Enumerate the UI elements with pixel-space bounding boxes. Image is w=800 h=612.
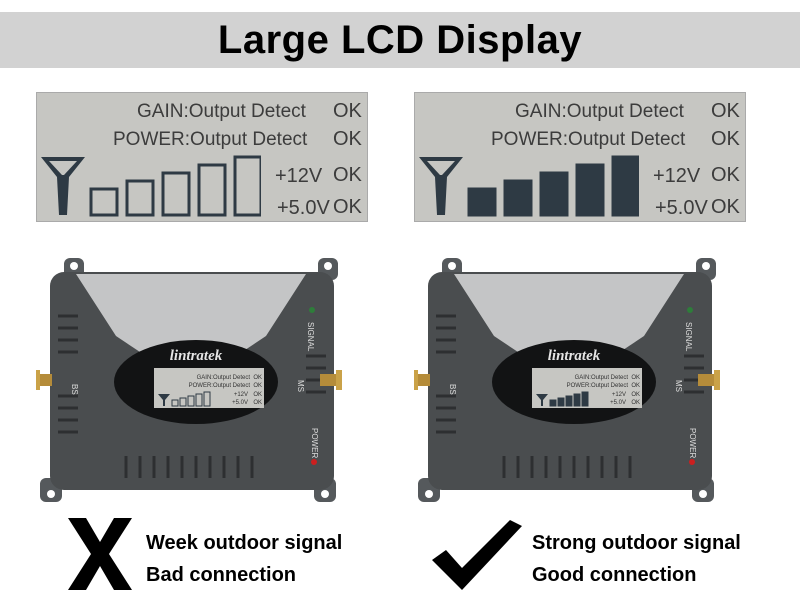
signal-bar	[89, 187, 119, 217]
signal-bar	[179, 397, 187, 407]
antenna-connector-right	[698, 370, 720, 390]
mini-lcd-gain-ok: OK	[253, 375, 262, 381]
signal-indicator-label: SIGNAL	[684, 322, 693, 352]
signal-booster-device-weak: lintratek GAIN:Output Detect POWER:Outpu…	[36, 258, 342, 502]
brand-logo: lintratek	[170, 348, 223, 364]
signal-bar	[557, 397, 565, 407]
mini-lcd-gain-ok: OK	[631, 375, 640, 381]
signal-bar	[539, 171, 569, 217]
mini-lcd-12v-ok: OK	[631, 392, 640, 398]
signal-strength-graphic	[419, 155, 639, 217]
bs-port-label: BS	[448, 384, 457, 395]
lcd-display-strong: GAIN:Output Detect OK POWER:Output Detec…	[414, 92, 746, 222]
antenna-connector-left	[414, 370, 430, 390]
signal-indicator-label: SIGNAL	[306, 322, 315, 352]
signal-bar	[575, 163, 605, 217]
ms-port-label: MS	[674, 380, 683, 392]
signal-bar	[549, 399, 557, 407]
signal-bar	[503, 179, 533, 217]
antenna-connector-right	[320, 370, 342, 390]
signal-bar	[565, 395, 573, 407]
power-led	[311, 459, 317, 465]
signal-bar	[171, 399, 179, 407]
antenna-icon	[536, 394, 548, 406]
lcd-12v-label: +12V	[275, 165, 323, 187]
power-led	[689, 459, 695, 465]
signal-bar	[187, 395, 195, 407]
signal-bar	[467, 187, 497, 217]
signal-strength-graphic	[41, 155, 261, 217]
mini-lcd-power-ok: OK	[253, 383, 262, 389]
lcd-5v-status: OK	[711, 196, 740, 218]
strong-caption-line1: Strong outdoor signal	[532, 532, 741, 554]
lcd-5v-label: +5.0V	[277, 197, 330, 219]
brand-logo: lintratek	[548, 348, 601, 364]
lcd-5v-label: +5.0V	[655, 197, 708, 219]
lcd-power-status: OK	[333, 128, 362, 150]
antenna-icon	[41, 157, 85, 215]
lcd-gain-status: OK	[333, 100, 362, 122]
page-title: Large LCD Display	[217, 18, 583, 62]
antenna-icon	[419, 157, 463, 215]
mini-lcd-gain: GAIN:Output Detect	[197, 375, 251, 381]
mini-lcd-5v-ok: OK	[631, 400, 640, 406]
signal-led	[687, 307, 693, 313]
antenna-icon	[158, 394, 170, 406]
mini-signal-graphic	[536, 391, 589, 407]
lcd-gain-label: GAIN:Output Detect	[137, 101, 306, 122]
lcd-12v-status: OK	[711, 164, 740, 186]
signal-bar	[611, 155, 639, 217]
power-indicator-label: POWER	[310, 428, 319, 458]
signal-bar	[573, 393, 581, 407]
weak-caption-line1: Week outdoor signal	[146, 532, 343, 554]
mini-lcd-5v-ok: OK	[253, 400, 262, 406]
mini-lcd-12v: +12V	[612, 392, 626, 398]
mini-signal-graphic	[158, 391, 211, 407]
mini-lcd-12v-ok: OK	[253, 392, 262, 398]
lcd-12v-label: +12V	[653, 165, 701, 187]
weak-caption-line2: Bad connection	[146, 564, 297, 586]
signal-led	[309, 307, 315, 313]
lcd-gain-label: GAIN:Output Detect	[515, 101, 684, 122]
signal-booster-device-strong: lintratek GAIN:Output Detect POWER:Outpu…	[414, 258, 720, 502]
signal-bar	[161, 171, 191, 217]
mini-lcd-power-ok: OK	[631, 383, 640, 389]
header-banner	[0, 12, 800, 68]
antenna-connector-left	[36, 370, 52, 390]
mini-lcd-5v: +5.0V	[232, 400, 248, 406]
cooling-fins	[436, 314, 704, 478]
power-indicator-label: POWER	[688, 428, 697, 458]
signal-bar	[233, 155, 261, 217]
ms-port-label: MS	[296, 380, 305, 392]
mini-lcd-gain: GAIN:Output Detect	[575, 375, 629, 381]
bs-port-label: BS	[70, 384, 79, 395]
cross-mark-icon	[68, 518, 132, 590]
lcd-power-label: POWER:Output Detect	[113, 129, 308, 150]
check-mark-icon	[432, 520, 522, 590]
lcd-gain-status: OK	[711, 100, 740, 122]
strong-caption-line2: Good connection	[532, 564, 697, 586]
lcd-power-status: OK	[711, 128, 740, 150]
signal-bar	[581, 391, 589, 407]
mini-lcd-power: POWER:Output Detect	[189, 383, 251, 389]
mini-lcd-12v: +12V	[234, 392, 248, 398]
lcd-display-weak: GAIN:Output Detect OK POWER:Output Detec…	[36, 92, 368, 222]
signal-bar	[195, 393, 203, 407]
signal-bar	[203, 391, 211, 407]
mini-lcd-power: POWER:Output Detect	[567, 383, 629, 389]
signal-bar	[125, 179, 155, 217]
signal-bar	[197, 163, 227, 217]
cooling-fins	[58, 314, 326, 478]
mini-lcd-5v: +5.0V	[610, 400, 626, 406]
lcd-12v-status: OK	[333, 164, 362, 186]
lcd-5v-status: OK	[333, 196, 362, 218]
lcd-power-label: POWER:Output Detect	[491, 129, 686, 150]
